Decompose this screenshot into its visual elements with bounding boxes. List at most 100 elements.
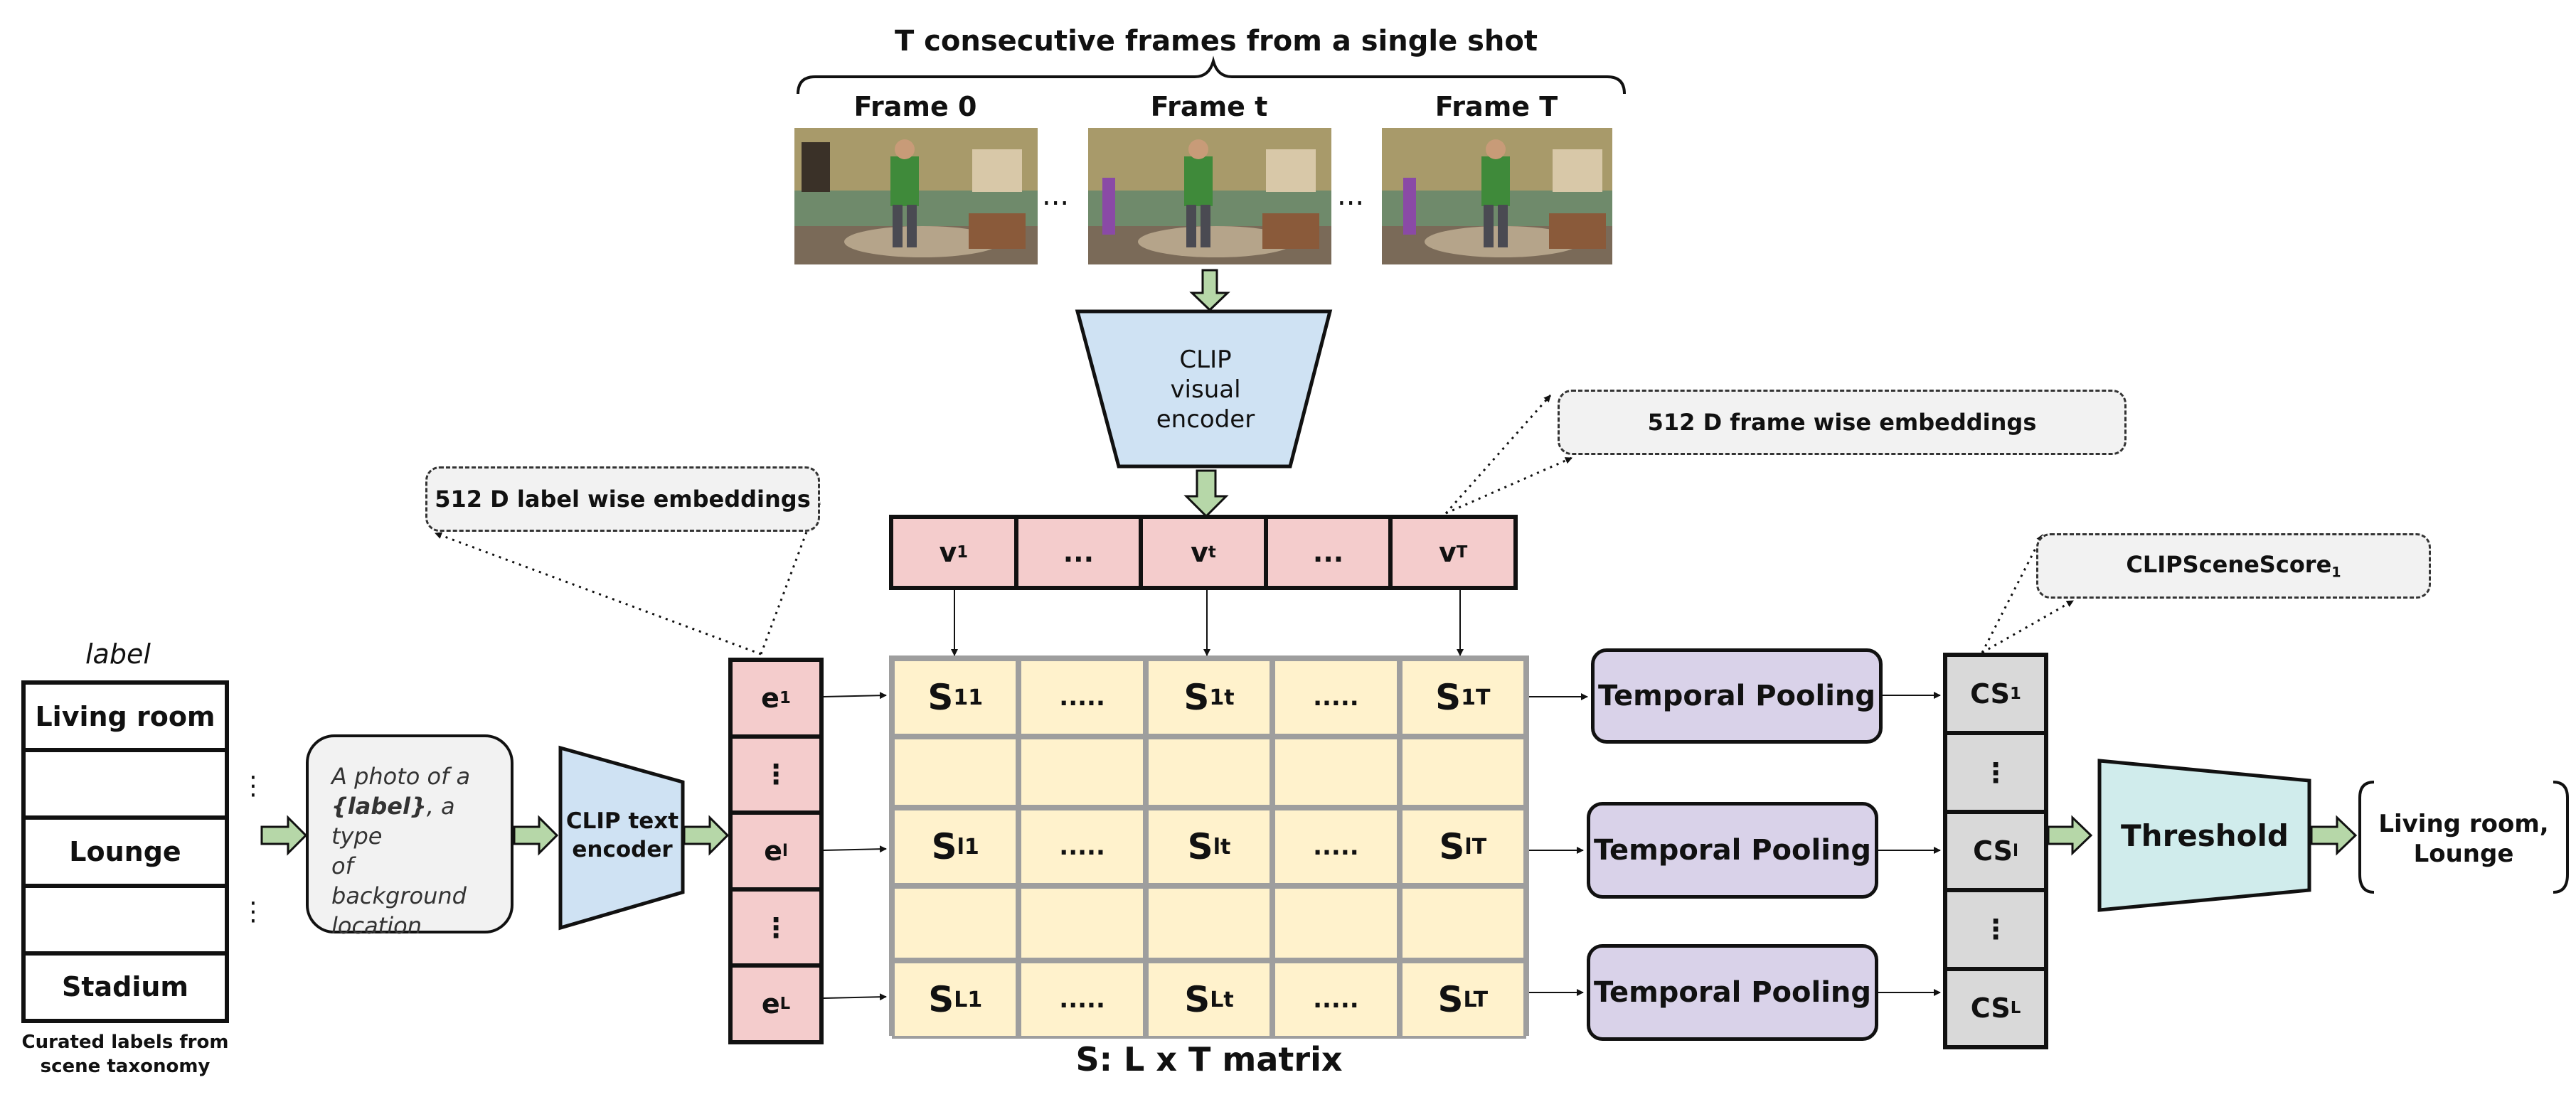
dotted-label-emb-1 — [435, 532, 762, 655]
visual-encoder: CLIP visual encoder — [1127, 340, 1284, 439]
green-arrow-threshold — [2310, 815, 2358, 856]
scene-score-text: CLIPSceneScore1 — [2126, 551, 2341, 581]
matrix-cell — [1018, 737, 1146, 808]
label-list: Living room Lounge Stadium — [21, 680, 229, 1024]
frame-0-label: Frame 0 — [853, 91, 977, 122]
caption-line1: Curated labels from — [21, 1032, 229, 1053]
arrow-el-right — [823, 845, 887, 853]
green-arrow-frames — [1189, 269, 1230, 312]
frame-T-image — [1382, 128, 1612, 264]
green-arrow-visual — [1183, 469, 1229, 518]
arrow-e1-right — [823, 692, 887, 700]
matrix-cell — [1399, 737, 1526, 808]
frame-0-image — [794, 128, 1038, 264]
e-cell: ⋮ — [728, 734, 824, 815]
frames-title: T consecutive frames from a single shot — [894, 25, 1538, 58]
prompt-line1: A photo of a — [331, 763, 471, 790]
label-item: Living room — [21, 680, 229, 753]
matrix-caption: S: L x T matrix — [1075, 1040, 1343, 1079]
frame-embeddings-note: 512 D frame wise embeddings — [1558, 390, 2127, 455]
text-encoder-line2: encoder — [572, 837, 673, 862]
text-encoder-shape — [558, 745, 685, 931]
prompt-line5: location — [331, 912, 422, 939]
visual-encoder-line3: encoder — [1156, 405, 1255, 434]
label-item: Lounge — [21, 815, 229, 888]
e-cell: ⋮ — [728, 887, 824, 968]
matrix-cell: ..... — [1018, 658, 1146, 737]
dotted-frame-emb-1 — [1444, 395, 1552, 514]
frames-brace — [797, 55, 1626, 95]
cs-cell: ⋮ — [1943, 731, 2048, 814]
label-header: label — [85, 638, 151, 670]
label-list-dots-1: ⋮ — [240, 771, 266, 801]
green-arrow-labels — [260, 815, 308, 856]
visual-encoder-shape — [1075, 309, 1333, 469]
matrix-cell — [1018, 886, 1146, 960]
frame-gap-1: ... — [1042, 179, 1070, 212]
dotted-score-1 — [1981, 534, 2044, 653]
text-encoder: CLIP text encoder — [562, 796, 683, 874]
matrix-cell — [1145, 886, 1273, 960]
prompt-line4: background — [331, 882, 467, 909]
matrix-cell: ..... — [1018, 808, 1146, 886]
matrix-cell — [1272, 737, 1400, 808]
threshold-shape — [2097, 759, 2311, 912]
label-list-dots-2: ⋮ — [240, 897, 266, 926]
v-cell: ... — [1263, 515, 1393, 590]
threshold-label: Threshold — [2121, 818, 2289, 853]
output-right-bracket — [2553, 781, 2569, 894]
temporal-pooling-L: Temporal Pooling — [1587, 944, 1878, 1041]
label-item — [21, 883, 229, 956]
cs-cell: ⋮ — [1943, 888, 2048, 971]
text-encoder-line1: CLIP text — [565, 808, 679, 834]
prompt-template: A photo of a {label}, a type of backgrou… — [306, 734, 513, 939]
matrix-cell: ..... — [1272, 960, 1400, 1039]
label-list-caption: Curated labels from scene taxonomy — [14, 1028, 236, 1081]
prompt-line2: {label}, a type — [331, 793, 455, 850]
scene-score-note: CLIPSceneScore1 — [2036, 533, 2431, 599]
frame-gap-2: ... — [1337, 179, 1365, 212]
matrix-cell: ..... — [1018, 960, 1146, 1039]
green-arrow-cs — [2047, 815, 2093, 856]
prompt-label-token: {label} — [331, 793, 427, 820]
visual-encoder-line1: CLIP — [1179, 346, 1232, 374]
output-line2: Lounge — [2413, 840, 2514, 868]
matrix-cell — [892, 737, 1019, 808]
matrix-cell — [892, 886, 1019, 960]
temporal-pooling-l: Temporal Pooling — [1587, 802, 1878, 899]
v-cell: ... — [1013, 515, 1144, 590]
visual-encoder-line2: visual — [1170, 375, 1241, 404]
prompt-line3: of — [331, 852, 353, 879]
dotted-frame-emb-2 — [1445, 456, 1572, 515]
label-item: Stadium — [21, 951, 229, 1024]
frame-T-label: Frame T — [1435, 91, 1558, 122]
output-left-bracket — [2358, 781, 2375, 894]
green-arrow-prompt — [513, 815, 559, 856]
matrix-cell: ..... — [1272, 808, 1400, 886]
label-item — [21, 748, 229, 820]
matrix-cell: ..... — [1272, 658, 1400, 737]
frame-t-image — [1088, 128, 1331, 264]
dotted-score-2 — [1981, 599, 2074, 654]
caption-line2: scene taxonomy — [40, 1056, 211, 1077]
